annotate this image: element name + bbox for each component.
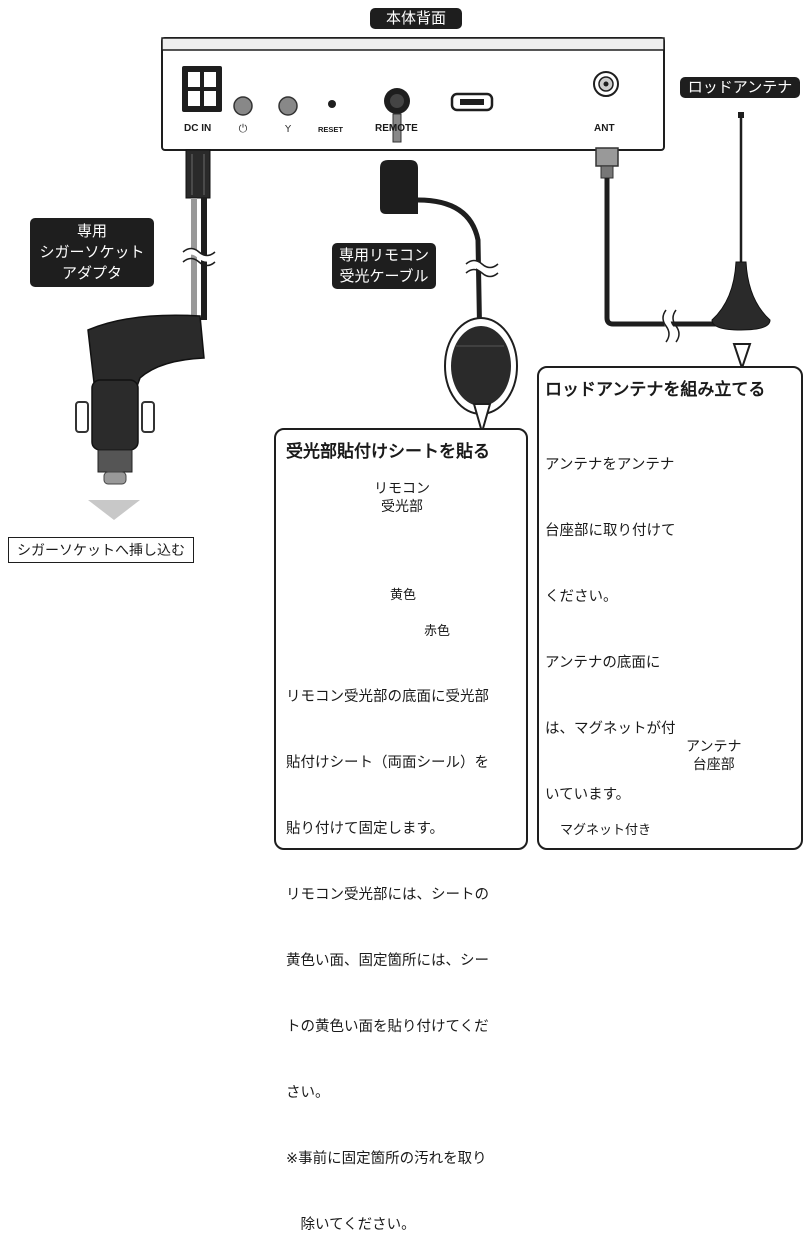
sticker-panel [274,428,528,850]
remote-cable-label: 専用リモコン 受光ケーブル [332,243,436,289]
usb-port-icon [450,92,494,112]
antenna-panel [537,366,803,850]
antenna-instructions: アンテナをアンテナ 台座部に取り付けて ください。 アンテナの底面に は、マグネ… [545,457,676,803]
insert-socket-label: シガーソケットへ挿し込む [8,537,194,563]
insert-arrow-icon [88,500,140,520]
yellow-label: 黄色 [390,588,417,603]
cigar-adapter-cable [75,149,217,520]
svg-text:Y: Y [284,124,292,135]
red-label: 赤色 [424,624,451,639]
antenna-base-label: アンテナ 台座部 [686,739,742,773]
ant-port-icon [593,71,619,97]
antenna-led-icon [278,96,298,116]
antenna-panel-title: ロッドアンテナを組み立てる [545,380,766,400]
dc-in-port-icon [182,66,222,112]
device-rear-panel: ⏻ Y [161,37,665,151]
reset-label: RESET [318,125,344,134]
antenna-cable [595,112,771,347]
cigar-adapter-label: 専用 シガーソケット アダプタ [30,218,154,287]
ant-label: ANT [594,123,615,134]
rod-antenna-label: ロッドアンテナ [680,77,800,98]
reset-button-icon [328,100,336,108]
device-title: 本体背面 [370,8,462,29]
receiver-label: リモコン 受光部 [374,481,430,515]
magnet-label: マグネット付き [560,823,652,838]
power-led-icon [233,96,253,116]
svg-text:⏻: ⏻ [239,122,248,135]
dc-in-label: DC IN [184,123,212,134]
sticker-panel-title: 受光部貼付けシートを貼る [286,442,490,462]
remote-label: REMOTE [375,123,418,134]
antenna-base-icon [711,261,771,331]
sticker-instructions: リモコン受光部の底面に受光部 貼付けシート（両面シール）を 貼り付けて固定します… [286,689,489,1233]
